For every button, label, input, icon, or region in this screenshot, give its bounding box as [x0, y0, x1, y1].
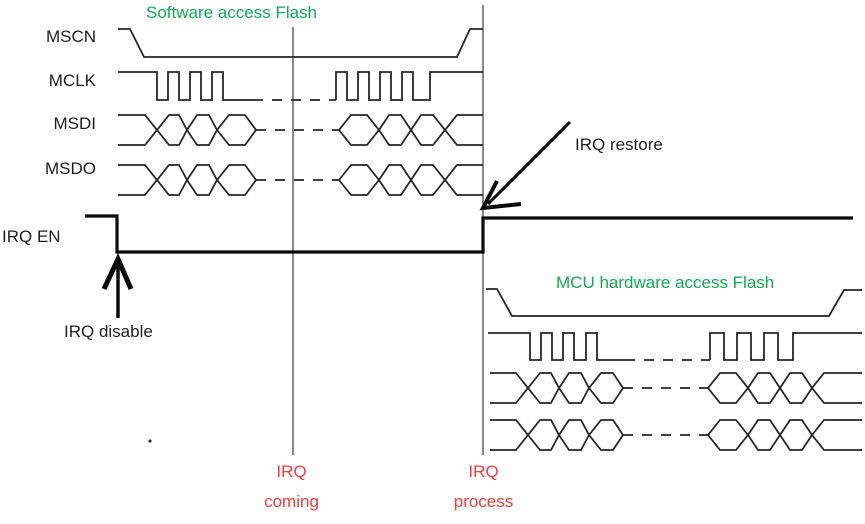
msdi-waveform-left-lower [118, 128, 257, 146]
msdi-waveform-right-upper [338, 114, 483, 132]
msdi-waveform-right-lower [338, 128, 483, 146]
irq-process-line1: IRQ [468, 462, 499, 481]
hw-data2-waveform-right-lower [707, 433, 862, 451]
irq-restore-arrow [479, 120, 572, 211]
msdo-waveform-left-lower [118, 178, 257, 196]
irq-coming-line1: IRQ [276, 462, 307, 481]
irq-disable-arrow [101, 252, 134, 318]
irq-process-line2: process [453, 492, 514, 511]
msdo-waveform-left-upper [118, 164, 257, 182]
irq-process-label: IRQ process [436, 462, 531, 522]
mscn-waveform [118, 28, 483, 58]
irq-disable-label: IRQ disable [64, 322, 153, 341]
irq-en-waveform [85, 214, 853, 254]
software-access-title: Software access Flash [146, 3, 318, 22]
hw-clock-waveform-left [488, 332, 625, 361]
hw-data1-waveform-right-lower [707, 386, 862, 404]
irq-coming-label: IRQ coming [244, 462, 339, 522]
signal-label-mclk: MCLK [48, 71, 96, 90]
hw-data1-waveform-left-lower [490, 386, 624, 404]
mclk-waveform-right [335, 71, 483, 101]
irq-restore-label: IRQ restore [575, 135, 663, 154]
signal-label-mscn: MSCN [45, 27, 96, 46]
mclk-waveform-left [118, 71, 253, 101]
stray-dot [148, 439, 152, 443]
hw-data2-waveform-right-upper [707, 419, 862, 437]
mcu-access-title: MCU hardware access Flash [556, 273, 775, 292]
hw-data2-waveform-left-lower [490, 433, 624, 451]
hw-data2-waveform-left-upper [490, 419, 624, 437]
msdo-waveform-right-lower [338, 178, 483, 196]
signal-label-msdo: MSDO [45, 159, 96, 178]
signal-label-irq-en: IRQ EN [2, 227, 61, 246]
hw-data1-waveform-left-upper [490, 372, 624, 390]
hw-clock-waveform-right [709, 332, 862, 361]
hw-data1-waveform-right-upper [707, 372, 862, 390]
msdo-waveform-right-upper [338, 164, 483, 182]
irq-coming-line2: coming [264, 492, 319, 511]
msdi-waveform-left-upper [118, 114, 257, 132]
signal-label-msdi: MSDI [53, 114, 97, 133]
hw-chipselect-waveform [486, 288, 862, 317]
